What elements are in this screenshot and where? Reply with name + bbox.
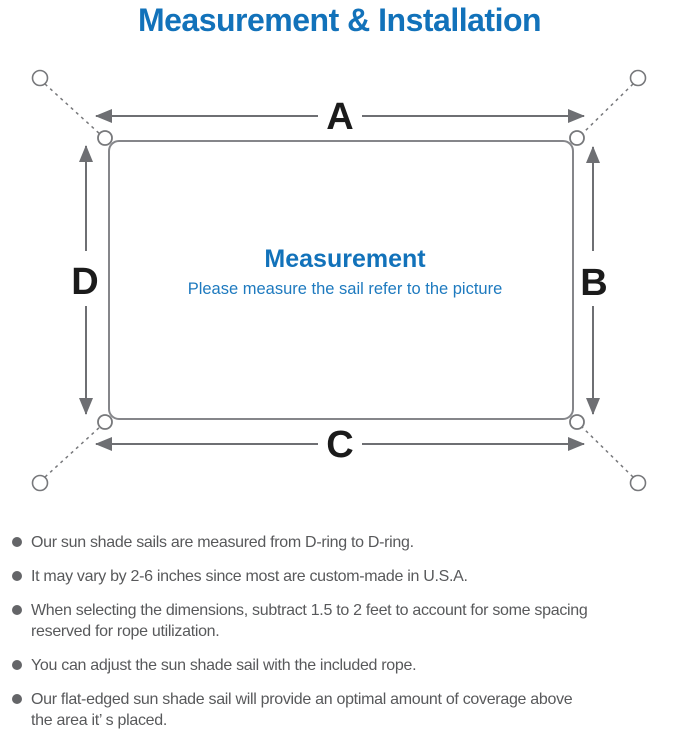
measurement-diagram: A B C D Measurement Please measure the s… [31,69,647,492]
dimension-labels: A B C D [71,96,607,466]
note-item: When selecting the dimensions, subtract … [12,600,676,642]
note-text: Our flat-edged sun shade sail will provi… [31,691,573,729]
anchor-point-bottom-left [31,474,49,492]
diagram-center-title: Measurement [264,245,426,273]
dimension-label-c: C [326,424,353,466]
d-rings [97,130,585,430]
sail-outline [108,140,574,420]
bullet-icon [12,605,22,615]
anchor-points [31,69,647,492]
bullet-icon [12,537,22,547]
anchor-point-top-right [629,69,647,87]
diagram-center-subtitle: Please measure the sail refer to the pic… [188,280,503,298]
note-item: Our flat-edged sun shade sail will provi… [12,689,676,731]
dimension-label-b: B [580,262,607,304]
rope-line-bottom-right [580,425,634,478]
dimension-arrows [79,109,600,451]
rope-line-top-right [580,83,634,136]
note-text: When selecting the dimensions, subtract … [31,602,588,640]
d-ring-top-left [97,130,113,146]
note-item: You can adjust the sun shade sail with t… [12,655,676,676]
d-ring-bottom-right [569,414,585,430]
notes-list: Our sun shade sails are measured from D-… [12,532,676,739]
d-ring-bottom-left [97,414,113,430]
note-item: It may vary by 2-6 inches since most are… [12,566,676,587]
note-text: Our sun shade sails are measured from D-… [31,534,414,551]
dimension-label-d: D [71,261,98,303]
bullet-icon [12,660,22,670]
note-text: It may vary by 2-6 inches since most are… [31,568,468,585]
note-text: You can adjust the sun shade sail with t… [31,657,417,674]
anchor-point-bottom-right [629,474,647,492]
anchor-point-top-left [31,69,49,87]
note-item: Our sun shade sails are measured from D-… [12,532,676,553]
rope-line-top-left [44,83,102,136]
bullet-icon [12,694,22,704]
rope-line-bottom-left [44,425,102,478]
bullet-icon [12,571,22,581]
rope-lines [44,83,634,478]
page-title: Measurement & Installation [137,2,542,38]
d-ring-top-right [569,130,585,146]
dimension-label-a: A [326,96,353,138]
